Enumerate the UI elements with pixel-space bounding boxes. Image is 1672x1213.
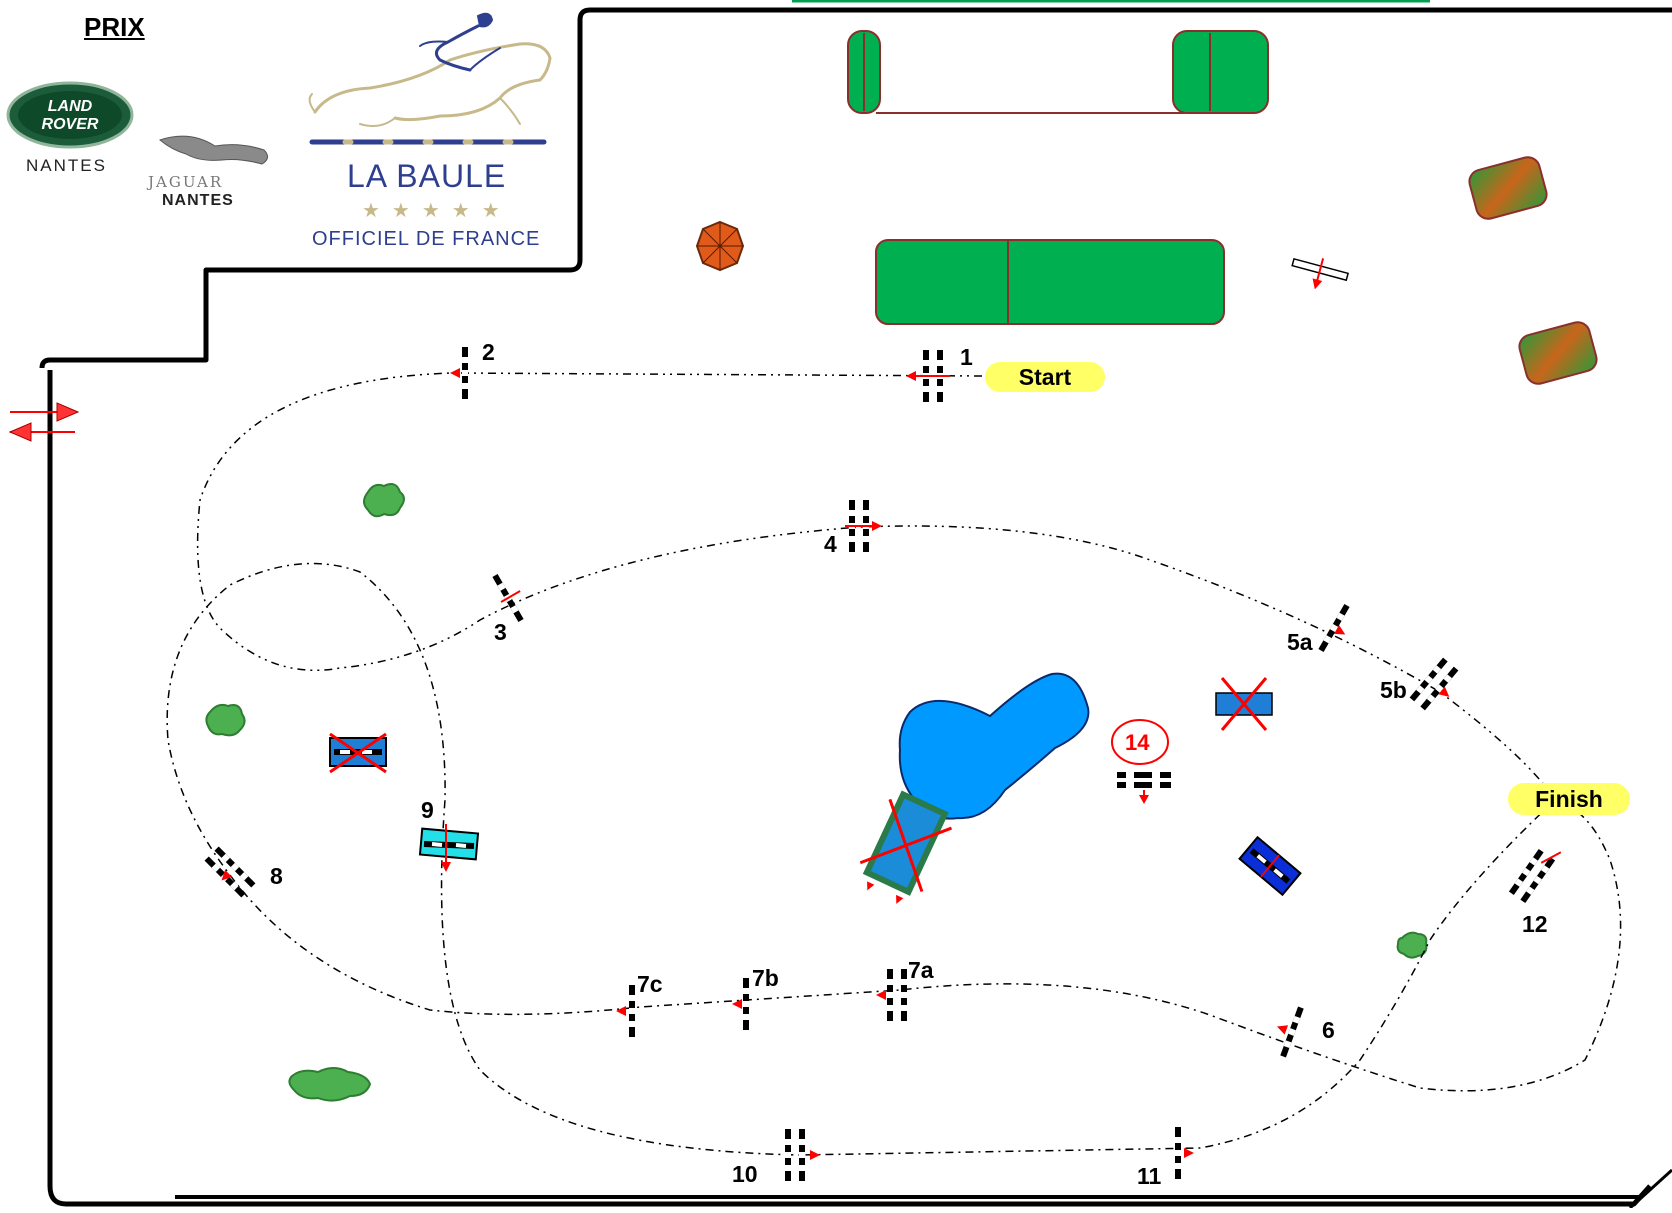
fence-8-label: 8 xyxy=(270,863,283,889)
fence-5a xyxy=(1318,603,1350,653)
fence-3-label: 3 xyxy=(494,619,507,645)
fence-7c xyxy=(616,985,635,1037)
fence-11-label: 11 xyxy=(1137,1163,1162,1189)
fence-10 xyxy=(785,1129,820,1181)
blue-obstacle-crossed-left xyxy=(329,732,387,774)
la-baule-horse-logo xyxy=(308,12,555,145)
fence-12 xyxy=(1508,848,1562,904)
bush-2-icon xyxy=(205,703,246,737)
fence-4-label: 4 xyxy=(824,531,837,557)
entry-arrows-icon xyxy=(8,402,80,442)
hedge-right xyxy=(1518,321,1598,385)
umbrella-icon xyxy=(695,220,745,272)
fence-7a-label: 7a xyxy=(908,957,934,983)
la-baule-subtitle: OFFICIEL DE FRANCE xyxy=(312,228,541,247)
corner-gate xyxy=(1628,1168,1672,1210)
fence-4 xyxy=(845,500,882,552)
water-pond xyxy=(898,672,1090,820)
start-marker: Start xyxy=(985,362,1105,392)
fence-7b xyxy=(732,978,749,1030)
fence-5a-label: 5a xyxy=(1287,629,1313,655)
arena-boundary xyxy=(39,7,1672,1207)
fence-9 xyxy=(418,824,480,872)
fence-10-label: 10 xyxy=(732,1161,758,1187)
la-baule-title: LA BAULE xyxy=(347,158,507,194)
fence-5b-label: 5b xyxy=(1380,677,1407,703)
fence-7c-label: 7c xyxy=(637,971,663,997)
fence-7a xyxy=(876,969,907,1021)
jaguar-wordmark: JAGUAR xyxy=(148,173,224,191)
bush-3-icon xyxy=(1396,931,1428,959)
fence-6-label: 6 xyxy=(1322,1017,1335,1043)
finish-marker: Finish xyxy=(1508,783,1630,815)
prix-title: PRIX xyxy=(84,12,145,42)
land-rover-city: NANTES xyxy=(26,156,107,175)
start-label: Start xyxy=(1019,364,1072,390)
grass-island-large xyxy=(875,239,1225,325)
fence-9-label: 9 xyxy=(421,797,434,823)
fence-5b xyxy=(1409,657,1459,711)
fence-1-label: 1 xyxy=(960,344,973,370)
practice-fence xyxy=(1291,257,1349,290)
fence-11 xyxy=(1175,1127,1194,1179)
land-rover-logo: LAND ROVER xyxy=(6,81,134,149)
fence-3 xyxy=(492,573,524,623)
jaguar-leaper-icon xyxy=(158,135,268,165)
course-path-1 xyxy=(196,372,1556,801)
hedge-top-right xyxy=(1468,156,1548,220)
land-rover-line2: ROVER xyxy=(42,116,99,133)
course-path-2 xyxy=(166,562,1622,1156)
fence-6 xyxy=(1276,1006,1304,1058)
fence-14 xyxy=(1111,719,1171,804)
water-jump xyxy=(859,790,953,904)
bush-1-icon xyxy=(363,483,405,518)
bush-4-icon xyxy=(288,1067,372,1102)
fence-2 xyxy=(450,347,468,399)
la-baule-subtitle-clip: OFFICIEL DE FRANCE xyxy=(300,0,560,247)
finish-label: Finish xyxy=(1535,786,1603,812)
fence-7b-label: 7b xyxy=(752,965,779,991)
la-baule-stars: ★★★★★ xyxy=(362,200,512,222)
blue-obstacle-crossed-right xyxy=(1215,677,1273,731)
dark-blue-obstacle xyxy=(1238,835,1302,897)
grass-island-top xyxy=(847,30,1269,114)
fence-2-label: 2 xyxy=(482,339,495,365)
fence-1 xyxy=(906,350,950,402)
fence-8 xyxy=(204,846,256,898)
land-rover-line1: LAND xyxy=(48,98,93,115)
fence-14-label: 14 xyxy=(1125,730,1150,755)
fence-12-label: 12 xyxy=(1522,911,1548,937)
jaguar-city: NANTES xyxy=(162,192,234,209)
